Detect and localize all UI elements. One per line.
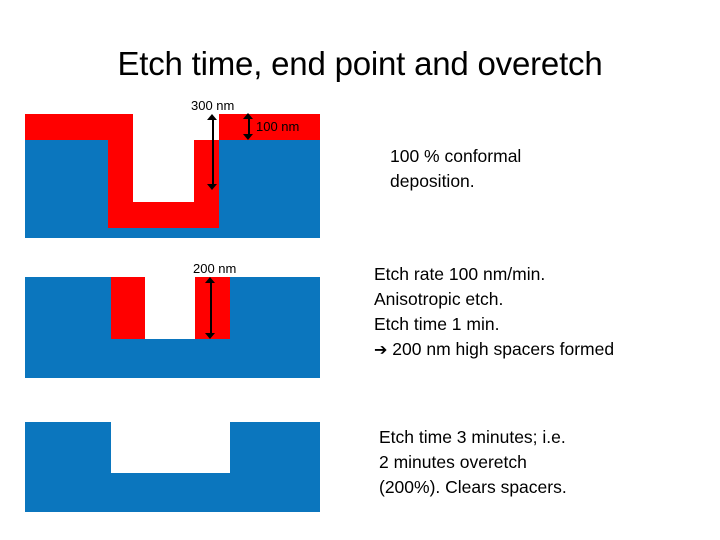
caption-line: Etch time 1 min. [374, 314, 500, 334]
caption-deposition: 100 % conformal deposition. [390, 144, 521, 194]
substrate-trench-floor [111, 473, 230, 512]
trench-cavity [133, 110, 194, 202]
substrate-left-block [25, 422, 111, 512]
top-margin-left [25, 110, 133, 114]
caption-etch: Etch rate 100 nm/min. Anisotropic etch. … [374, 262, 614, 362]
diagram-overetch-cleared [25, 422, 320, 512]
film-trench-floor [108, 202, 219, 228]
substrate-trench-floor [111, 339, 230, 378]
spacer-left [111, 277, 145, 339]
caption-line: Anisotropic etch. [374, 289, 504, 309]
substrate-right-block [230, 422, 320, 512]
film-left-plateau [25, 114, 133, 140]
top-margin-right [219, 110, 320, 114]
caption-line: Etch rate 100 nm/min. [374, 264, 546, 284]
right-arrow-icon: ➔ [374, 340, 388, 359]
trench-depth-arrow [207, 114, 218, 190]
diagram-spacers-formed [25, 277, 320, 378]
caption-result-line: ➔ 200 nm high spacers formed [374, 337, 614, 362]
caption-result-text: 200 nm high spacers formed [392, 339, 615, 359]
spacer-right [195, 277, 230, 339]
arrow-head-down [243, 134, 253, 140]
trench-cavity [111, 422, 230, 473]
arrow-head-down [205, 333, 215, 339]
arrow-head-up [243, 113, 253, 119]
caption-overetch: Etch time 3 minutes; i.e. 2 minutes over… [379, 425, 567, 500]
substrate-left-block [25, 277, 111, 378]
page-title: Etch time, end point and overetch [117, 45, 603, 82]
arrow-head-down [207, 184, 217, 190]
substrate-right-block [230, 277, 320, 378]
caption-line: deposition. [390, 171, 475, 191]
arrow-shaft [248, 117, 250, 136]
arrow-head-up [205, 277, 215, 283]
arrow-head-up [207, 114, 217, 120]
diagram-conformal-deposition [25, 110, 320, 240]
film-thickness-label: 100 nm [256, 119, 300, 134]
caption-line: (200%). Clears spacers. [379, 477, 567, 497]
spacer-height-label: 200 nm [193, 261, 237, 276]
spacer-height-arrow [205, 277, 216, 339]
arrow-shaft [212, 118, 214, 186]
arrow-shaft [210, 281, 212, 335]
trench-depth-label: 300 nm [191, 98, 235, 113]
film-right-plateau [219, 114, 320, 140]
film-thickness-arrow [243, 113, 254, 140]
caption-line: Etch time 3 minutes; i.e. [379, 427, 566, 447]
caption-line: 2 minutes overetch [379, 452, 527, 472]
caption-line: 100 % conformal [390, 146, 522, 166]
